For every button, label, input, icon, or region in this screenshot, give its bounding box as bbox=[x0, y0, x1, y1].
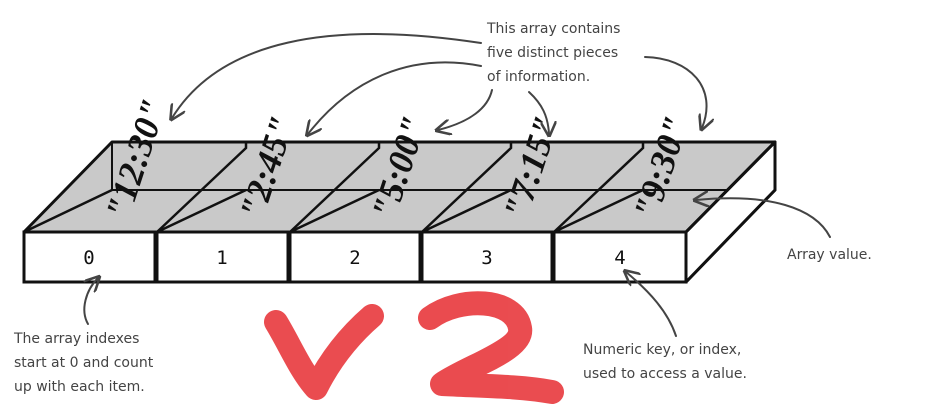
arrow bbox=[438, 89, 493, 130]
overlay-text: v2 bbox=[0, 0, 2, 1]
overlay-2 bbox=[418, 291, 564, 404]
slot-dividers bbox=[23, 142, 645, 234]
index-cell bbox=[552, 230, 688, 284]
annotation-contains: This array contains five distinct pieces… bbox=[486, 21, 620, 85]
annotation-text: The array indexes bbox=[13, 331, 139, 347]
annotation-text: up with each item. bbox=[14, 379, 145, 395]
slot-divider bbox=[156, 188, 247, 234]
arrow bbox=[528, 91, 549, 134]
slot-divider bbox=[421, 142, 513, 233]
annotation-text: start at 0 and count bbox=[14, 355, 154, 371]
slot-divider bbox=[421, 188, 512, 234]
slot-divider bbox=[156, 142, 248, 233]
index-cell bbox=[420, 230, 554, 284]
annotation-arrows bbox=[172, 33, 707, 134]
array-index-row: 0 1 2 3 4 bbox=[22, 230, 688, 284]
arrow bbox=[84, 278, 98, 325]
annotation-text: of information. bbox=[487, 69, 590, 85]
arrow bbox=[626, 272, 677, 337]
tray-top-edge-right bbox=[684, 140, 777, 234]
array-index: 1 bbox=[216, 247, 227, 269]
index-cell bbox=[22, 230, 157, 284]
annotation-key: Numeric key, or index, used to access a … bbox=[583, 342, 747, 382]
slot-divider bbox=[289, 142, 381, 233]
annotation-text: used to access a value. bbox=[583, 366, 747, 382]
annotation-array-value: Array value. bbox=[787, 247, 872, 263]
annotation-indexes: The array indexes start at 0 and count u… bbox=[13, 331, 154, 395]
index-cell bbox=[155, 230, 290, 284]
slot-divider bbox=[23, 188, 113, 234]
arrow bbox=[696, 198, 831, 238]
annotation-text: Numeric key, or index, bbox=[583, 342, 741, 358]
annotation-text: This array contains bbox=[486, 21, 620, 37]
v2-overlay: v2 bbox=[0, 0, 564, 404]
slot-divider bbox=[289, 188, 380, 234]
index-cell bbox=[288, 230, 422, 284]
array-index: 2 bbox=[349, 247, 360, 269]
slot-divider bbox=[553, 142, 645, 233]
slot-divider bbox=[553, 188, 644, 234]
array-index: 0 bbox=[83, 247, 94, 269]
arrow bbox=[644, 56, 707, 128]
overlay-v bbox=[264, 304, 384, 400]
array-index: 4 bbox=[614, 247, 625, 269]
annotation-text: five distinct pieces bbox=[487, 45, 618, 61]
arrow bbox=[308, 61, 482, 134]
arrow bbox=[172, 33, 482, 118]
array-index: 3 bbox=[481, 247, 492, 269]
